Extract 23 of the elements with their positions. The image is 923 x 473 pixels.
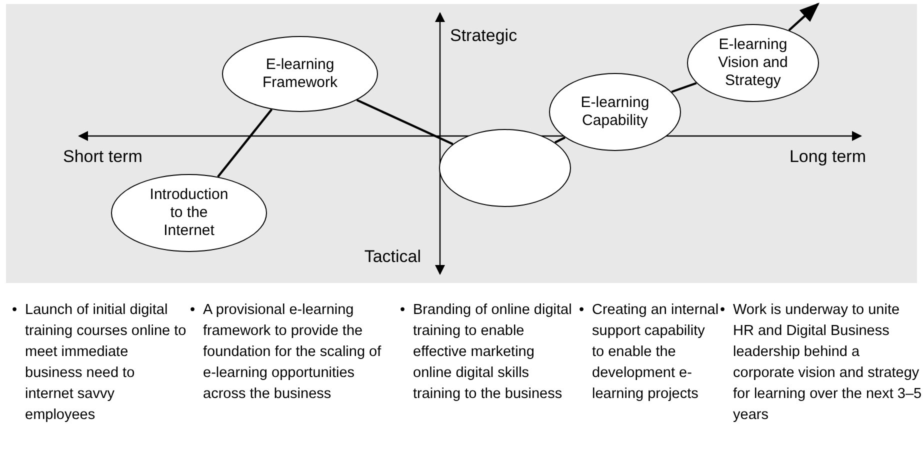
bullet-mark: • [12,301,18,320]
axis-label: Strategic [450,26,518,46]
bullet-mark: • [720,301,726,320]
bullet-note: A provisional e-learning framework to provide the foundation for the scaling of e-learning opportunities across the business [203,301,382,404]
bullet-note: Branding of online digital training to enable effective marketing online digital skills training to the business [413,301,573,404]
stage-label: E-learning Capability [580,94,650,130]
connector-line [217,108,273,178]
stage-label: Introduction to the Internet [148,186,230,240]
arrow [788,2,820,32]
bullet-note: Creating an internal support capability to enable the development e-learning projects [592,301,719,404]
axis-label: Short term [63,147,142,167]
connector-line [356,99,454,146]
stage-label: E-learning Vision and Strategy [717,36,789,90]
connector-line [554,136,566,144]
bullet-mark: • [190,301,196,320]
stage-label: E-learning Framework [261,56,338,92]
bullet-note: Launch of initial digital training courses online to meet immediate business need to internet savvy employees [25,301,187,425]
bullet-mark: • [579,301,584,320]
axis-label: Long term [789,147,866,167]
bullet-note: Work is underway to unite HR and Digital Business leadership behind a corporate vision and strategy for learning over the next 3–5 years [733,301,923,425]
bullet-mark: • [400,301,406,320]
axis-label: Tactical [364,247,421,267]
connector-line [671,82,697,93]
